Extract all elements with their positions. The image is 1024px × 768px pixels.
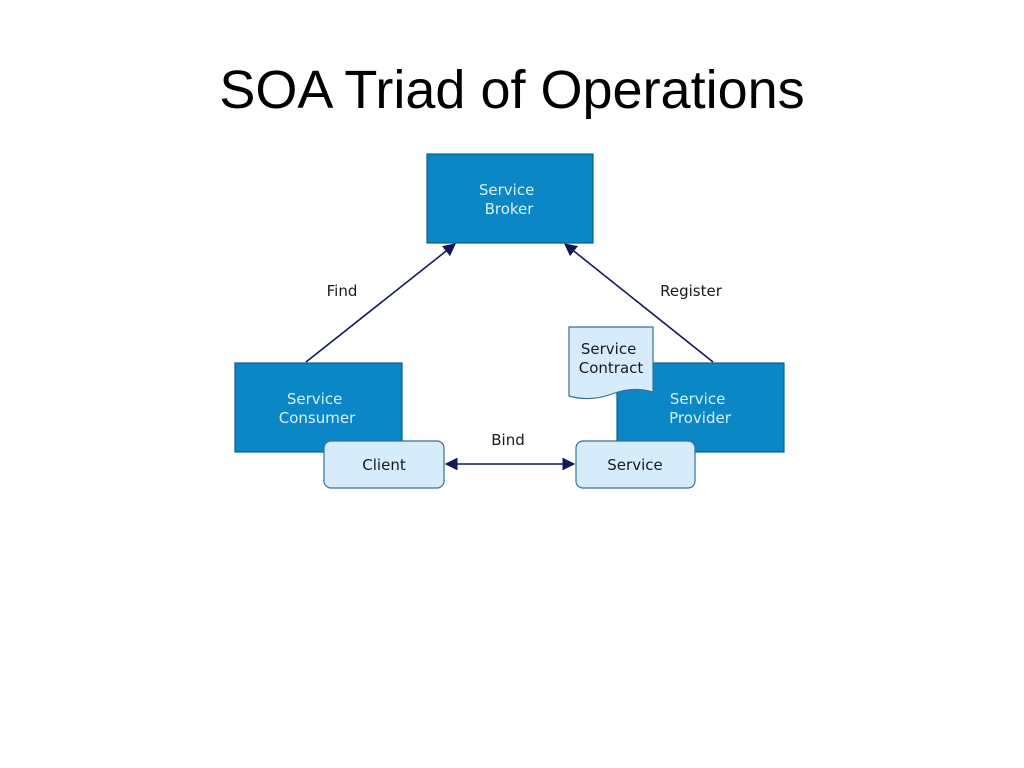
service-consumer-box [234,362,403,453]
service-contract-label-line2: Contract [579,359,644,377]
service-consumer-label-line2: Consumer [279,409,356,427]
svg-text:Service Contract: Service Contract [579,340,644,377]
find-label: Find [327,282,358,300]
svg-text:Service Consumer: Service Consumer [279,390,356,427]
find-arrow [305,243,457,363]
svg-text:Service Broker: Service Broker [479,181,539,218]
service-provider-label-line1: Service [670,390,725,408]
service-box [575,440,696,489]
service-label: Service [607,456,662,474]
register-label: Register [660,282,723,300]
service-broker-box [426,153,594,244]
slide-title: SOA Triad of Operations [219,60,805,120]
client-label: Client [362,456,406,474]
service-contract-label-line1: Service [581,340,636,358]
bind-label: Bind [491,431,525,449]
svg-text:Service Provider: Service Provider [669,390,732,427]
service-contract-document [568,326,654,400]
service-provider-label-line2: Provider [669,409,732,427]
register-arrow [563,243,714,363]
client-box [323,440,445,489]
service-consumer-label-line1: Service [287,390,342,408]
service-broker-label-line2: Broker [485,200,535,218]
service-broker-label-line1: Service [479,181,534,199]
